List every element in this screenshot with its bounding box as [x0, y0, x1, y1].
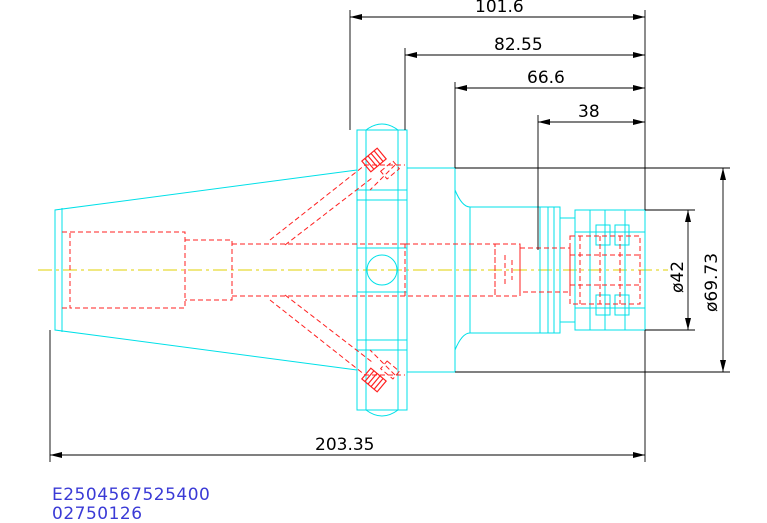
dim-82-55: 82.55	[494, 35, 543, 55]
part-code-line2: 02750126	[52, 504, 143, 523]
dim-38: 38	[578, 102, 600, 122]
dim-dia-69-73: ø69.73	[702, 253, 722, 312]
hidden-lines	[62, 164, 641, 376]
dim-101-6: 101.6	[475, 0, 524, 17]
dim-66-6: 66.6	[527, 68, 565, 88]
part-code-line1: E2504567525400	[52, 485, 210, 505]
holder-outline	[54, 123, 646, 417]
retention-screws	[360, 147, 401, 393]
dim-203-35: 203.35	[315, 435, 374, 455]
dimension-lines	[49, 10, 730, 462]
dim-dia-42: ø42	[668, 261, 688, 293]
